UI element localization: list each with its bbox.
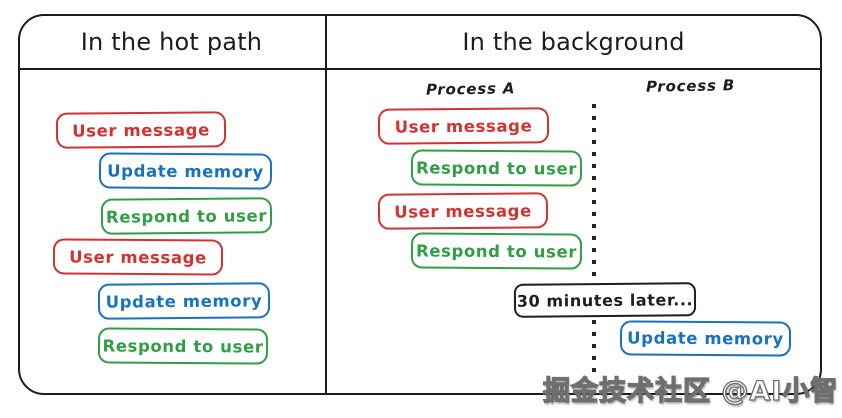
watermark-text: 掘金技术社区 @AI小智	[542, 375, 839, 407]
respond-to-user-box: Respond to user	[97, 327, 269, 365]
user-message-box: User message	[377, 192, 549, 230]
process-a-label: Process A	[425, 79, 516, 99]
user-message-box: User message	[377, 107, 550, 145]
respond-to-user-box: Respond to user	[410, 232, 583, 270]
update-memory-box: Update memory	[619, 320, 792, 357]
update-memory-box: Update memory	[97, 282, 271, 320]
respond-to-user-box: Respond to user	[410, 149, 583, 187]
time-note-box: 30 minutes later...	[513, 282, 697, 318]
hot-path-title: In the hot path	[80, 28, 263, 56]
respond-to-user-box: Respond to user	[100, 197, 273, 235]
background-title: In the background	[462, 28, 685, 56]
user-message-box: User message	[52, 238, 224, 276]
header-divider-line	[18, 68, 822, 70]
process-divider-dotted-line	[592, 104, 596, 376]
update-memory-box: Update memory	[98, 152, 273, 190]
process-b-label: Process B	[645, 76, 736, 96]
panel-divider-line	[325, 15, 327, 394]
user-message-box: User message	[55, 111, 227, 149]
